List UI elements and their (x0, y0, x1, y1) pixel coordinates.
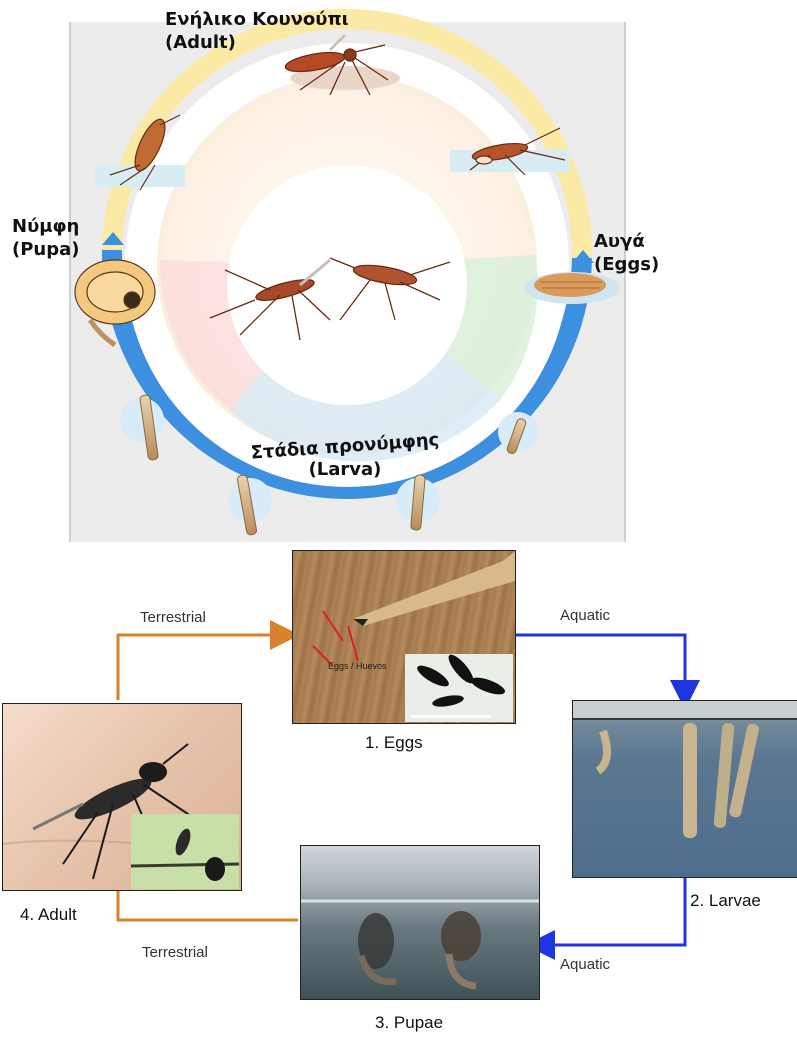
arrow-terrestrial-top (118, 635, 285, 700)
eggs-stage-label: 1. Eggs (365, 733, 423, 753)
adult-label: Ενήλικο Κουνούπι (Adult) (165, 8, 349, 54)
pupa-label: Νύμφη (Pupa) (12, 215, 80, 261)
arrow-label-aquatic-top: Aquatic (560, 607, 610, 624)
arrow-label-aquatic-bottom: Aquatic (560, 956, 610, 973)
arrow-label-terrestrial-top: Terrestrial (140, 609, 206, 626)
eggs-raft-icon (524, 272, 620, 304)
eggs-photo: Eggs / Huevos (292, 550, 516, 724)
arrow-aquatic-top (514, 635, 685, 695)
pupae-stage-label: 3. Pupae (375, 1013, 443, 1033)
arrow-aquatic-bottom (540, 877, 685, 945)
bottom-cycle-diagram: Eggs / Huevos (0, 545, 797, 1050)
adult-photo (2, 703, 242, 891)
eggs-photo-caption: Eggs / Huevos (328, 661, 387, 671)
top-cycle-diagram: Ενήλικο Κουνούπι (Adult) Νύμφη (Pupa) Αυ… (0, 0, 797, 545)
larvae-stage-label: 2. Larvae (690, 891, 761, 911)
larva-label: Στάδια προνύμφης (Larva) (240, 435, 450, 481)
arrow-label-terrestrial-bottom: Terrestrial (142, 944, 208, 961)
eggs-label: Αυγά (Eggs) (594, 230, 659, 276)
pupae-photo (300, 845, 540, 1000)
larvae-photo (572, 700, 797, 878)
adult-stage-label: 4. Adult (20, 905, 77, 925)
